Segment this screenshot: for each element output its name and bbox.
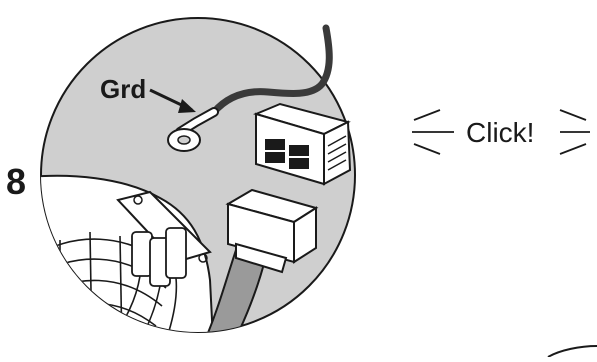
step-number: 8 (6, 164, 26, 200)
ground-label: Grd (100, 76, 146, 102)
click-label: Click! (466, 119, 534, 147)
next-step-circle-edge (548, 346, 597, 357)
